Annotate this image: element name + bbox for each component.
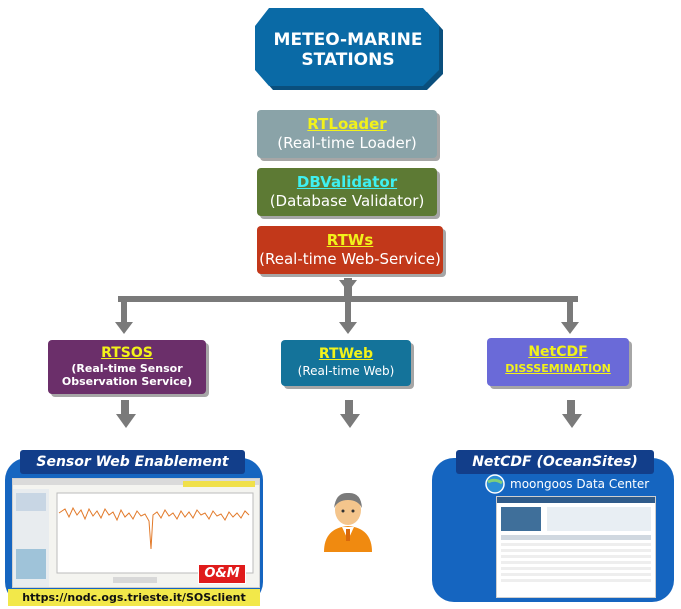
sos-client-screenshot bbox=[12, 478, 260, 588]
sensor-web-title: Sensor Web Enablement bbox=[20, 450, 245, 474]
stations-line2: STATIONS bbox=[301, 50, 395, 70]
down-connector-middle bbox=[345, 400, 353, 416]
moongoos-logo-text: moongoos Data Center bbox=[510, 477, 650, 491]
connector-arrow-head bbox=[339, 280, 357, 292]
netcdf-panel-title: NetCDF (OceanSites) bbox=[456, 450, 654, 474]
user-person-icon bbox=[324, 492, 372, 552]
down-arrow-right bbox=[562, 414, 582, 428]
dbvalidator-title: DBValidator bbox=[296, 173, 398, 191]
connector-right-drop bbox=[567, 300, 573, 324]
down-arrow-left bbox=[116, 414, 136, 428]
data-center-thumbnail bbox=[497, 497, 655, 582]
dbvalidator-box: DBValidator (Database Validator) bbox=[257, 168, 437, 216]
rtsos-box: RTSOS (Real-time Sensor Observation Serv… bbox=[48, 340, 206, 394]
connector-horizontal bbox=[118, 296, 578, 302]
rtweb-subtitle: (Real-time Web) bbox=[297, 364, 395, 378]
arrow-middle bbox=[339, 322, 357, 334]
om-badge: O&M bbox=[198, 564, 246, 584]
arrow-left bbox=[115, 322, 133, 334]
rtsos-title: RTSOS bbox=[101, 345, 153, 361]
down-arrow-middle bbox=[340, 414, 360, 428]
connector-left-drop bbox=[121, 300, 127, 324]
rtweb-title: RTWeb bbox=[318, 346, 374, 362]
netcdf-title: NetCDF bbox=[528, 344, 588, 360]
stations-line1: METEO-MARINE bbox=[273, 30, 423, 50]
data-center-screenshot bbox=[496, 496, 656, 598]
arrow-right bbox=[561, 322, 579, 334]
netcdf-subtitle: DISSSEMINATION bbox=[505, 362, 611, 375]
rtws-title: RTWs bbox=[326, 231, 374, 249]
rtloader-title: RTLoader bbox=[307, 115, 387, 133]
timeseries-thumbnail bbox=[13, 479, 259, 587]
sos-client-url[interactable]: https://nodc.ogs.trieste.it/SOSclient bbox=[8, 589, 260, 606]
rtws-subtitle: (Real-time Web-Service) bbox=[259, 250, 441, 268]
down-connector-right bbox=[567, 400, 575, 416]
rtsos-subtitle-1: (Real-time Sensor bbox=[71, 362, 183, 375]
stations-label: METEO-MARINE STATIONS bbox=[255, 30, 441, 70]
connector-middle-drop bbox=[345, 300, 351, 324]
dbvalidator-subtitle: (Database Validator) bbox=[269, 192, 425, 210]
rtws-box: RTWs (Real-time Web-Service) bbox=[257, 226, 443, 274]
moongoos-logo: moongoos Data Center bbox=[484, 474, 654, 494]
rtweb-box: RTWeb (Real-time Web) bbox=[281, 340, 411, 386]
meteo-marine-stations-box bbox=[255, 8, 443, 90]
netcdf-box: NetCDF DISSSEMINATION bbox=[487, 338, 629, 386]
rtloader-box: RTLoader (Real-time Loader) bbox=[257, 110, 437, 158]
rtsos-subtitle-2: Observation Service) bbox=[61, 375, 193, 388]
down-connector-left bbox=[121, 400, 129, 416]
globe-icon bbox=[485, 474, 505, 494]
rtloader-subtitle: (Real-time Loader) bbox=[277, 134, 417, 152]
